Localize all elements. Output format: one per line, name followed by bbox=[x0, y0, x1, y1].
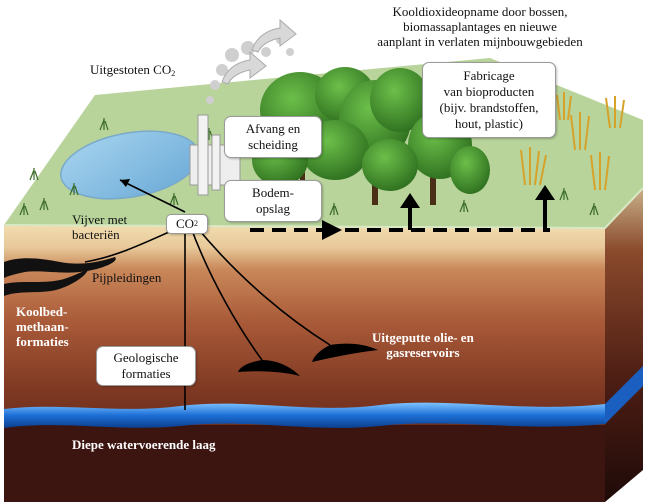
smoke-puffs bbox=[206, 36, 294, 104]
emission-arrow bbox=[221, 50, 267, 85]
box-capture-separation: Afvang en scheiding bbox=[224, 116, 322, 158]
label-aquifer: Diepe watervoerende laag bbox=[72, 437, 216, 452]
arrowhead-right bbox=[322, 220, 342, 240]
label-pond: Vijver met bacteriën bbox=[72, 212, 128, 242]
box-bioproducts: Fabricage van bioproducten (bijv. brands… bbox=[422, 62, 556, 138]
biomass-plants bbox=[520, 92, 625, 191]
emission-arrow-2 bbox=[251, 18, 297, 53]
reservoir-wedge-1 bbox=[238, 360, 300, 376]
box-soil-storage: Bodem- opslag bbox=[224, 180, 322, 222]
box-geological-formations: Geologische formaties bbox=[96, 346, 196, 386]
arrowhead-up-1 bbox=[400, 193, 420, 208]
label-coalbed: Koolbed- methaan- formaties bbox=[16, 304, 69, 349]
pond-arrowhead bbox=[120, 179, 130, 187]
reservoir-wedge-2 bbox=[312, 343, 378, 362]
label-emitted-co2: Uitgestoten CO2 bbox=[90, 62, 176, 78]
label-forest-uptake: Kooldioxideopname door bossen, biomassap… bbox=[377, 4, 583, 49]
bedrock-layer bbox=[4, 425, 605, 502]
arrowhead-up-2 bbox=[535, 185, 555, 200]
aquifer-water bbox=[4, 402, 605, 428]
label-pipelines: Pijpleidingen bbox=[92, 270, 162, 285]
label-depleted-reservoirs: Uitgeputte olie- en gasreservoirs bbox=[372, 330, 474, 360]
coalbed-seam-2 bbox=[4, 270, 88, 296]
dashed-flow-arrow bbox=[250, 198, 550, 232]
block-side-face bbox=[605, 188, 643, 502]
aquifer-water-side bbox=[605, 366, 643, 424]
coalbed-seam bbox=[4, 257, 116, 278]
